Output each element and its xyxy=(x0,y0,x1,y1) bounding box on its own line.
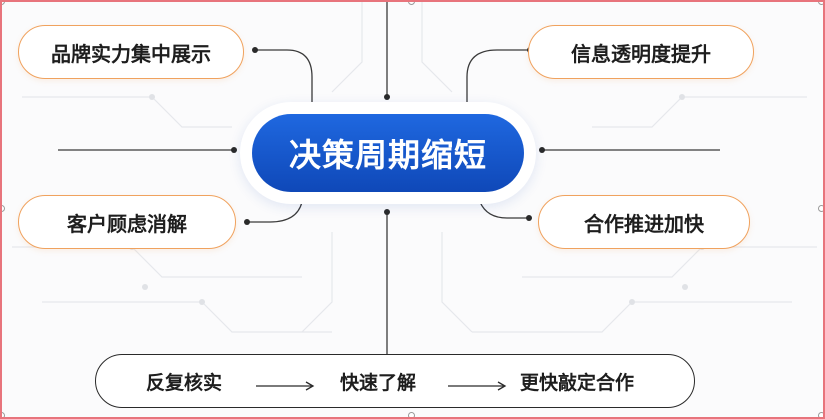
flow-step-verify: 反复核实 xyxy=(146,372,223,394)
selection-handle[interactable] xyxy=(408,412,415,417)
selection-handle[interactable] xyxy=(2,412,5,417)
benefit-customer-concerns: 客户顾虑消解 xyxy=(18,195,236,249)
arrow-right-icon xyxy=(448,381,507,391)
main-connectors xyxy=(58,2,720,354)
benefit-information-transparency: 信息透明度提升 xyxy=(528,25,754,79)
benefit-cooperation-speed: 合作推进加快 xyxy=(538,195,750,249)
process-flow-bar: 反复核实 快速了解 更快敲定合作 xyxy=(95,354,695,408)
selection-handle[interactable] xyxy=(818,412,823,417)
flow-step-understand: 快速了解 xyxy=(340,372,417,394)
selection-handle[interactable] xyxy=(818,205,823,212)
benefit-brand-strength: 品牌实力集中展示 xyxy=(18,25,244,79)
selection-handle[interactable] xyxy=(818,2,823,5)
arrow-right-icon xyxy=(256,381,315,391)
flow-step-finalize: 更快敲定合作 xyxy=(520,372,635,394)
center-node: 决策周期缩短 xyxy=(252,114,524,192)
